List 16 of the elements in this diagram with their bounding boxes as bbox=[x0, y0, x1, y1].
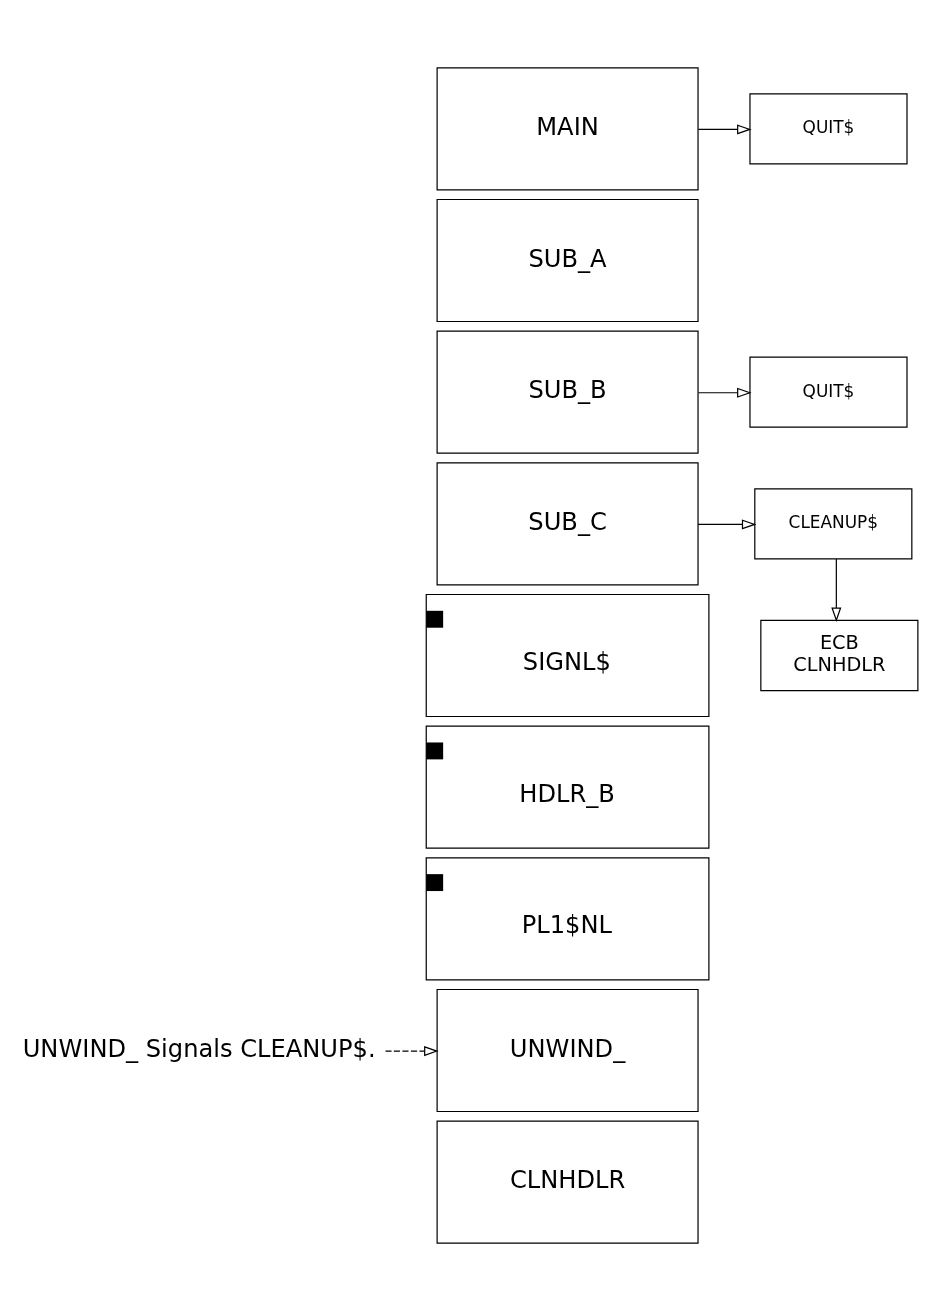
node-box: MAIN bbox=[436, 67, 699, 191]
node-box: QUIT$ bbox=[749, 356, 908, 428]
node-box: ECB CLNHDLR bbox=[760, 619, 919, 692]
node-box: CLEANUP$ bbox=[754, 488, 913, 560]
arrow bbox=[697, 519, 757, 530]
arrow bbox=[697, 124, 752, 135]
arrow bbox=[697, 387, 752, 398]
node-box: SUB_B bbox=[436, 330, 699, 454]
arrow bbox=[831, 558, 842, 622]
node-box: SUB_C bbox=[436, 462, 699, 586]
node-text: UNWIND_ Signals CLEANUP$. bbox=[22, 1034, 376, 1063]
node-box: QUIT$ bbox=[749, 93, 908, 165]
node-box: UNWIND_ bbox=[436, 988, 699, 1113]
node-box: CLNHDLR bbox=[436, 1120, 699, 1244]
arrow bbox=[384, 1046, 439, 1057]
node-box: SUB_A bbox=[436, 198, 699, 323]
